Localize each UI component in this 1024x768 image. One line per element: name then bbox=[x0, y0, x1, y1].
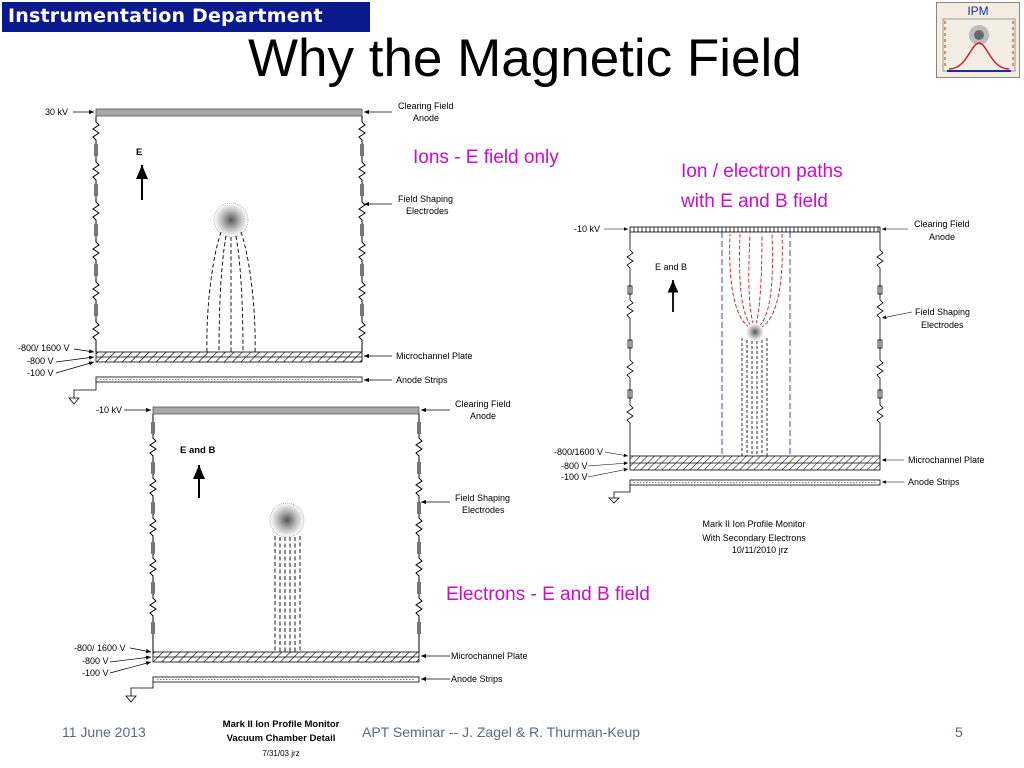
right-mcp-label: Microchannel Plate bbox=[908, 455, 985, 465]
footer-date: 11 June 2013 bbox=[62, 724, 146, 740]
top-left-mcp-label: Microchannel Plate bbox=[396, 351, 473, 361]
ion-electron-caption-line2: with E and B field bbox=[681, 191, 828, 212]
footer-seminar: APT Seminar -- J. Zagel & R. Thurman-Keu… bbox=[362, 724, 641, 740]
bottom-left-mcp-voltage-3: -100 V bbox=[82, 668, 109, 678]
credit-line-3: 7/31/03 jrz bbox=[262, 749, 300, 758]
slide-title: Why the Magnetic Field bbox=[248, 29, 802, 88]
right-electrodes-label-2: Electrodes bbox=[921, 320, 964, 330]
department-banner: Instrumentation Department bbox=[0, 0, 372, 34]
right-mcp-voltage-2: -800 V bbox=[561, 461, 588, 471]
electrons-caption: Electrons - E and B field bbox=[446, 584, 650, 605]
bottom-left-anode-strips-label: Anode Strips bbox=[451, 674, 503, 684]
bottom-left-mcp-voltage-1: -800/ 1600 V bbox=[74, 643, 126, 653]
right-caption-3: 10/11/2010 jrz bbox=[732, 545, 789, 555]
right-mcp-voltage-1: -800/1600 V bbox=[554, 447, 603, 457]
right-electrodes-label-1: Field Shaping bbox=[915, 307, 970, 317]
right-anode-label-2: Anode bbox=[929, 232, 955, 242]
bottom-left-anode-label-1: Clearing Field bbox=[455, 399, 511, 409]
logo-label: IPM bbox=[967, 4, 989, 18]
top-left-field-label: E bbox=[136, 147, 142, 158]
bottom-left-top-voltage: -10 kV bbox=[96, 405, 122, 415]
top-left-mcp-voltage-3: -100 V bbox=[27, 368, 54, 378]
right-caption-1: Mark II Ion Profile Monitor bbox=[702, 519, 805, 529]
department-label: Instrumentation Department bbox=[8, 5, 323, 27]
top-left-mcp-voltage-1: -800/ 1600 V bbox=[18, 343, 70, 353]
right-caption-2: With Secondary Electrons bbox=[702, 533, 806, 543]
top-left-anode-strips-label: Anode Strips bbox=[396, 375, 448, 385]
right-mcp-voltage-3: -100 V bbox=[561, 472, 588, 482]
top-left-anode-label-1: Clearing Field bbox=[398, 101, 454, 111]
bottom-left-mcp-voltage-2: -800 V bbox=[82, 656, 109, 666]
bottom-left-anode-label-2: Anode bbox=[470, 411, 496, 421]
top-left-anode-label-2: Anode bbox=[413, 113, 439, 123]
credit-line-2: Vacuum Chamber Detail bbox=[226, 733, 336, 744]
bottom-left-mcp-label: Microchannel Plate bbox=[451, 651, 528, 661]
right-anode-strips-label: Anode Strips bbox=[908, 477, 960, 487]
top-left-electrodes-label-2: Electrodes bbox=[406, 206, 449, 216]
bottom-left-electrodes-label-1: Field Shaping bbox=[455, 493, 510, 503]
logo-graphic bbox=[942, 18, 1016, 72]
clearing-anode-plate bbox=[95, 108, 363, 117]
footer-page-number: 5 bbox=[955, 724, 963, 740]
right-anode-label-1: Clearing Field bbox=[914, 219, 970, 229]
top-left-mcp-voltage-2: -800 V bbox=[27, 356, 54, 366]
right-field-label: E and B bbox=[655, 262, 687, 272]
right-top-voltage: -10 kV bbox=[574, 224, 600, 234]
clearing-anode-plate-2 bbox=[152, 406, 420, 415]
bottom-left-field-label: E and B bbox=[180, 445, 216, 456]
ipm-logo: IPM bbox=[936, 2, 1020, 78]
credit-line-1: Mark II Ion Profile Monitor bbox=[222, 719, 340, 730]
top-left-top-voltage: 30 kV bbox=[45, 107, 68, 117]
bottom-left-electrodes-label-2: Electrodes bbox=[462, 505, 505, 515]
top-left-electrodes-label-1: Field Shaping bbox=[398, 194, 453, 204]
ions-caption: Ions - E field only bbox=[413, 147, 559, 168]
ion-electron-caption-line1: Ion / electron paths bbox=[681, 161, 843, 182]
